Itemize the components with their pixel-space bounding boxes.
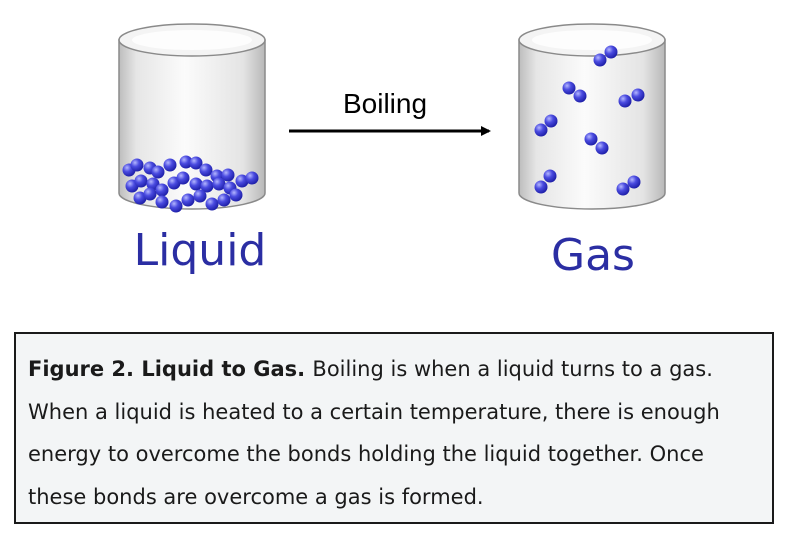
liquid-particle <box>179 155 193 169</box>
liquid-label: Liquid <box>134 225 267 276</box>
liquid-particle <box>169 199 183 213</box>
gas-particle <box>544 114 558 128</box>
gas-particle <box>543 169 557 183</box>
gas-particle <box>631 88 645 102</box>
liquid-particle <box>143 187 157 201</box>
gas-particle <box>618 94 632 108</box>
liquid-particle <box>200 179 214 193</box>
liquid-particle <box>189 177 203 191</box>
figure-caption: Figure 2. Liquid to Gas. Boiling is when… <box>14 332 774 524</box>
gas-particle <box>534 180 548 194</box>
gas-particle <box>584 132 598 146</box>
liquid-particle <box>199 163 213 177</box>
liquid-particle <box>221 168 235 182</box>
liquid-particle <box>212 177 226 191</box>
liquid-particle <box>151 165 165 179</box>
gas-label: Gas <box>551 230 635 281</box>
caption-body: Boiling is when a liquid turns to a gas.… <box>28 357 720 509</box>
liquid-particles <box>122 155 259 213</box>
liquid-particle <box>205 197 219 211</box>
liquid-particle <box>155 195 169 209</box>
liquid-particle <box>245 171 259 185</box>
liquid-particle <box>176 171 190 185</box>
gas-particle <box>616 182 630 196</box>
gas-particles <box>534 45 645 196</box>
liquid-particle <box>193 189 207 203</box>
gas-container <box>518 23 666 210</box>
boiling-diagram: Boiling Liquid Gas <box>118 23 666 281</box>
gas-particle <box>562 81 576 95</box>
arrow-label: Boiling <box>343 88 427 119</box>
gas-particle <box>595 141 609 155</box>
liquid-particle <box>217 193 231 207</box>
liquid-particle <box>130 158 144 172</box>
gas-particle <box>604 45 618 59</box>
gas-particle <box>627 175 641 189</box>
liquid-particle <box>163 158 177 172</box>
gas-particle <box>534 123 548 137</box>
liquid-particle <box>189 156 203 170</box>
liquid-particle <box>181 193 195 207</box>
gas-particle <box>593 53 607 67</box>
liquid-particle <box>134 174 148 188</box>
liquid-particle <box>155 183 169 197</box>
caption-title: Figure 2. Liquid to Gas. <box>28 357 313 381</box>
liquid-particle <box>235 174 249 188</box>
gas-particle <box>573 89 587 103</box>
liquid-particle <box>133 191 147 205</box>
liquid-particle <box>229 188 243 202</box>
